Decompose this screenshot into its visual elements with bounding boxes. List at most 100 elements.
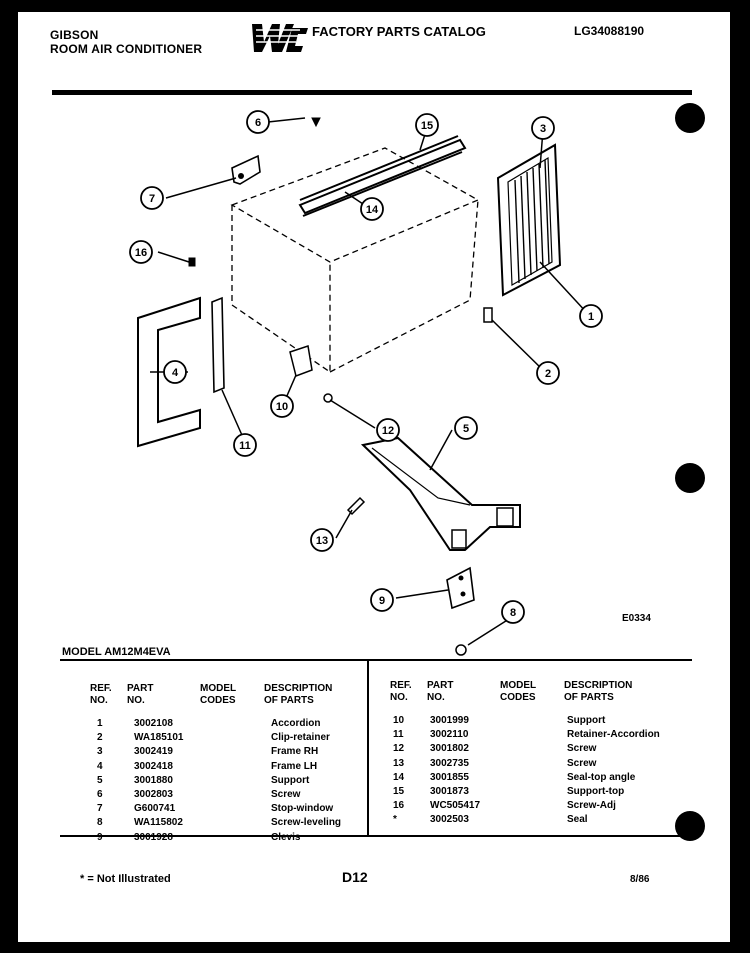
- col-part-header: PART NO.: [427, 680, 454, 703]
- table-cell-part: WA185101: [134, 732, 184, 744]
- callout-12: 12: [376, 418, 400, 442]
- table-cell-ref: 6: [97, 789, 103, 800]
- product-name: ROOM AIR CONDITIONER: [50, 42, 203, 56]
- catalog-page: [18, 12, 730, 942]
- table-cell-ref: 16: [393, 800, 405, 812]
- callout-11: 11: [233, 433, 257, 457]
- table-divider: [367, 661, 369, 835]
- table-cell-part: 3001855: [430, 771, 469, 783]
- callout-13: 13: [310, 528, 334, 552]
- model-number: AM12M4EVA: [104, 646, 171, 658]
- callout-3: 3: [531, 116, 555, 140]
- table-cell-ref: 14: [393, 771, 405, 783]
- table-cell-part: 3001873: [430, 786, 469, 797]
- table-cell-desc: Screw-Adj: [567, 800, 616, 812]
- table-cell-desc: Accordion: [271, 718, 321, 729]
- table-cell-ref: 15: [393, 786, 405, 797]
- table-cell-part: 3002110: [430, 729, 469, 741]
- catalog-number: LG34088190: [574, 24, 645, 38]
- table-cell-desc: Stop-window: [271, 803, 334, 815]
- table-cell-ref: *: [393, 814, 397, 826]
- revision-date: 8/86: [630, 874, 650, 885]
- cabinet-outline: [230, 147, 480, 374]
- table-cell-desc: Support-top: [567, 786, 625, 797]
- table-cell-desc: Seal: [567, 814, 588, 826]
- svg-text:8: 8: [510, 607, 516, 619]
- callout-5: 5: [454, 416, 478, 440]
- diagram-code: E0334: [622, 613, 651, 624]
- svg-text:15: 15: [421, 120, 433, 132]
- table-cell-ref: 8: [97, 817, 103, 829]
- exploded-parts-diagram: 1 2 3 4 5 6 7 8 9 10 11 12 13 14 15 16: [129, 110, 603, 656]
- table-cell-ref: 9: [97, 831, 103, 843]
- svg-text:7: 7: [149, 193, 155, 205]
- callout-6: 6: [246, 110, 270, 134]
- binder-hole: [675, 463, 705, 493]
- table-cell-desc: Clip-retainer: [271, 732, 330, 744]
- clevis: [446, 566, 475, 610]
- table-cell-desc: Clevis: [271, 831, 301, 843]
- callout-15: 15: [415, 113, 439, 137]
- table-cell-part: 3001802: [430, 743, 469, 755]
- table-cell-desc: Frame RH: [271, 746, 319, 758]
- table-cell-desc: Screw: [271, 789, 301, 800]
- accordion-panel: [496, 143, 562, 297]
- catalog-title: FACTORY PARTS CATALOG: [312, 24, 486, 39]
- table-top-rule: [60, 659, 692, 661]
- table-cell-ref: 1: [97, 718, 103, 729]
- col-part-header: PART NO.: [127, 683, 154, 706]
- table-cell-part: 3001999: [430, 715, 469, 726]
- callout-16: 16: [129, 240, 153, 264]
- top-rails: [298, 135, 467, 217]
- table-cell-part: 3002419: [134, 746, 173, 758]
- table-cell-ref: 13: [393, 757, 405, 769]
- svg-text:3: 3: [540, 123, 546, 135]
- table-cell-desc: Screw-leveling: [271, 817, 342, 829]
- svg-text:5: 5: [463, 423, 469, 435]
- table-cell-part: WA115802: [134, 817, 183, 829]
- col-ref-header: REF. NO.: [90, 683, 112, 706]
- col-codes-header: MODEL CODES: [200, 683, 237, 706]
- table-cell-ref: 12: [393, 743, 405, 755]
- table-cell-part: 3002418: [134, 760, 173, 772]
- header-rule: [52, 90, 692, 95]
- table-cell-desc: Frame LH: [271, 760, 318, 772]
- callout-markers: 1 2 3 4 5 6 7 8 9 10 11 12 13 14 15 16: [129, 110, 603, 624]
- support-bracket: [360, 436, 521, 551]
- table-cell-part: WC505417: [430, 800, 481, 812]
- callout-7: 7: [140, 186, 164, 210]
- table-cell-desc: Support: [567, 715, 606, 726]
- callout-4: 4: [163, 360, 187, 384]
- small-parts: [188, 117, 493, 656]
- retainer-accordion: [211, 296, 225, 394]
- table-cell-part: 3001928: [134, 831, 173, 843]
- table-bottom-rule: [60, 835, 692, 837]
- page-code: D12: [342, 869, 368, 885]
- svg-text:11: 11: [239, 440, 251, 452]
- leader-lines: [150, 117, 589, 646]
- col-codes-header: MODEL CODES: [500, 680, 537, 703]
- svg-text:14: 14: [366, 204, 379, 216]
- model-line: MODEL AM12M4EVA: [62, 646, 171, 658]
- table-cell-part: 3001880: [134, 774, 173, 786]
- callout-2: 2: [536, 361, 560, 385]
- frame-lh: [137, 296, 201, 448]
- table-cell-ref: 11: [393, 729, 404, 741]
- svg-text:10: 10: [276, 401, 288, 413]
- col-desc-header: DESCRIPTION OF PARTS: [264, 683, 333, 706]
- table-cell-desc: Retainer-Accordion: [567, 729, 660, 741]
- table-cell-ref: 4: [97, 760, 103, 772]
- table-cell-ref: 5: [97, 774, 103, 786]
- table-cell-ref: 3: [97, 746, 103, 758]
- table-cell-part: 3002735: [430, 757, 469, 769]
- table-cell-part: G600741: [134, 803, 176, 815]
- table-cell-part: 3002503: [430, 814, 469, 826]
- support-top: [298, 138, 467, 215]
- model-label: MODEL: [62, 646, 102, 658]
- svg-text:16: 16: [135, 247, 147, 259]
- table-cell-part: 3002803: [134, 789, 173, 800]
- callout-9: 9: [370, 588, 394, 612]
- col-desc-header: DESCRIPTION OF PARTS: [564, 680, 633, 703]
- stop-window: [231, 154, 261, 185]
- callout-14: 14: [360, 197, 384, 221]
